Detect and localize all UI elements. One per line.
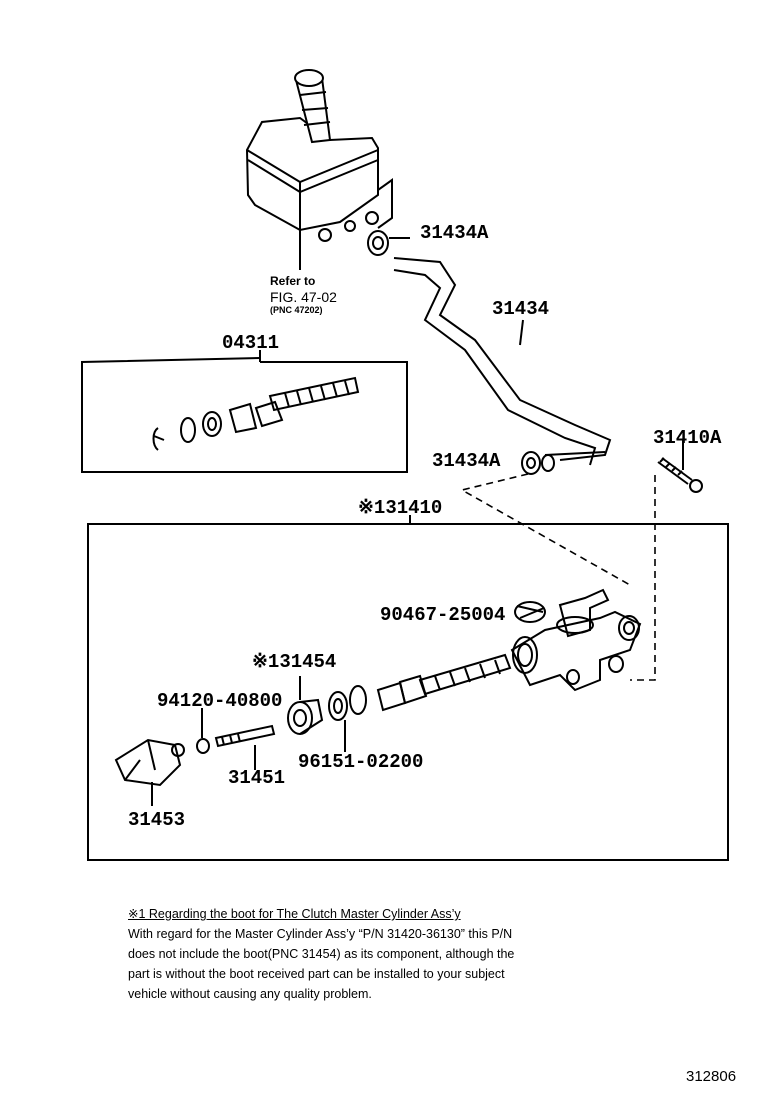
refer-to-text: Refer to <box>270 274 316 288</box>
repair-kit-box <box>81 350 408 473</box>
label-31454: ※131454 <box>252 651 337 673</box>
label-31410: ※131410 <box>358 497 443 519</box>
label-90467-25004: 90467-25004 <box>380 604 506 626</box>
note-line-2: does not include the boot(PNC 31454) as … <box>128 947 515 961</box>
label-31453: 31453 <box>128 809 186 831</box>
mounting-bolt <box>657 440 703 493</box>
boot-note: ※1 Regarding the boot for The Clutch Mas… <box>128 904 648 1004</box>
master-cylinder-box <box>87 515 729 861</box>
refer-fig-text: FIG. 47-02 <box>270 289 337 305</box>
note-title: ※1 Regarding the boot for The Clutch Mas… <box>128 907 461 921</box>
hose-clamp-top <box>367 230 410 256</box>
note-line-4: vehicle without causing any quality prob… <box>128 987 372 1001</box>
reservoir-tank <box>245 69 393 270</box>
note-line-1: With regard for the Master Cylinder Ass’… <box>128 927 513 941</box>
label-31451: 31451 <box>228 767 286 789</box>
label-96151-02200: 96151-02200 <box>298 751 424 773</box>
label-31434: 31434 <box>492 298 550 320</box>
label-31410a: 31410A <box>653 427 722 449</box>
leader-lines <box>459 473 656 681</box>
note-line-3: part is without the boot received part c… <box>128 967 505 981</box>
refer-pnc-text: (PNC 47202) <box>270 305 323 315</box>
label-94120-40800: 94120-40800 <box>157 690 283 712</box>
label-31434a-bottom: 31434A <box>432 450 501 472</box>
hose <box>393 257 612 472</box>
label-04311: 04311 <box>222 332 280 354</box>
figure-code: 312806 <box>686 1068 737 1085</box>
hose-clamp-bottom <box>521 451 541 475</box>
label-31434a-top: 31434A <box>420 222 489 244</box>
